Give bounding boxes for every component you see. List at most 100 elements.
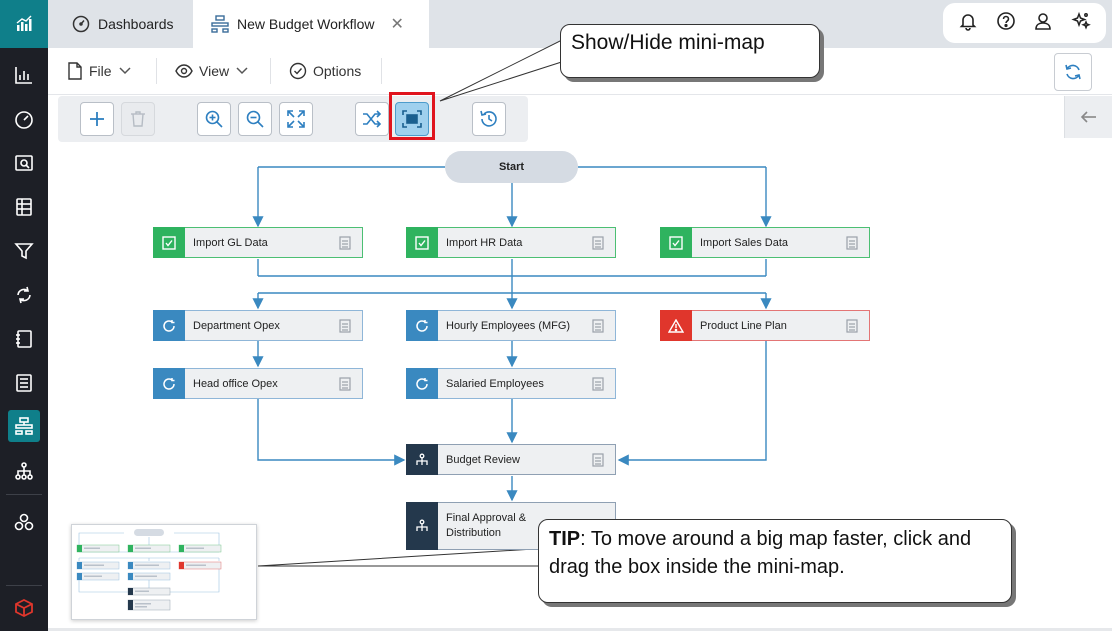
rail-divider — [6, 494, 42, 495]
node-label: Head office Opex — [193, 377, 278, 390]
bell-icon[interactable] — [958, 11, 978, 36]
bottom-border — [48, 628, 1112, 631]
reports-icon[interactable] — [8, 59, 40, 91]
node-hourly-employees[interactable]: Hourly Employees (MFG) — [406, 310, 616, 341]
help-icon[interactable] — [996, 11, 1016, 36]
node-salaried-employees[interactable]: Salaried Employees — [406, 368, 616, 399]
menu-separator — [156, 58, 157, 84]
workflow-icon — [211, 15, 229, 33]
check-circle-icon — [289, 62, 307, 80]
zoom-in-button[interactable] — [197, 102, 231, 136]
delete-node-button[interactable] — [121, 102, 155, 136]
start-node[interactable]: Start — [445, 151, 578, 183]
shuffle-icon — [363, 110, 382, 128]
fit-to-screen-button[interactable] — [279, 102, 313, 136]
data-explorer-icon[interactable] — [8, 147, 40, 179]
chevron-down-icon — [118, 63, 132, 79]
node-final-approval[interactable]: Final Approval & Distribution — [406, 502, 616, 550]
history-button[interactable] — [472, 102, 506, 136]
refresh-icon — [153, 368, 185, 399]
rail-divider-bottom — [6, 585, 42, 586]
node-import-gl-data[interactable]: Import GL Data — [153, 227, 363, 258]
document-icon[interactable] — [841, 235, 863, 250]
document-icon[interactable] — [587, 235, 609, 250]
left-navigation-rail — [0, 0, 48, 631]
document-icon[interactable] — [587, 376, 609, 391]
checkbox-icon — [153, 227, 185, 258]
view-menu[interactable]: View — [175, 60, 249, 82]
node-department-opex[interactable]: Department Opex — [153, 310, 363, 341]
trash-icon — [131, 111, 145, 127]
header-actions — [943, 3, 1106, 43]
menu-separator — [381, 58, 382, 84]
checkbox-icon — [406, 227, 438, 258]
document-icon[interactable] — [334, 318, 356, 333]
zoom-in-icon — [205, 110, 223, 128]
refresh-button[interactable] — [1054, 53, 1092, 91]
dashboard-icon[interactable] — [8, 103, 40, 135]
app-logo-icon[interactable] — [0, 0, 48, 48]
document-icon[interactable] — [841, 318, 863, 333]
document-icon[interactable] — [8, 367, 40, 399]
history-icon — [480, 110, 497, 127]
node-label: Import HR Data — [446, 236, 523, 249]
node-label: Import Sales Data — [700, 236, 789, 249]
options-menu[interactable]: Options — [289, 60, 361, 82]
node-product-line-plan[interactable]: Product Line Plan — [660, 310, 870, 341]
filter-icon[interactable] — [8, 235, 40, 267]
zoom-out-icon — [246, 110, 264, 128]
minimap-toggle-highlight — [389, 92, 435, 140]
add-node-button[interactable] — [80, 102, 114, 136]
approval-icon — [406, 502, 438, 550]
minimap-toggle-button[interactable] — [395, 102, 429, 136]
arrow-left-icon — [1080, 111, 1096, 123]
minimap[interactable] — [71, 524, 257, 620]
collapse-panel-button[interactable] — [1064, 96, 1112, 138]
spreadsheet-icon[interactable] — [8, 191, 40, 223]
node-head-office-opex[interactable]: Head office Opex — [153, 368, 363, 399]
options-menu-label: Options — [313, 63, 362, 79]
tab-new-budget-workflow[interactable]: New Budget Workflow ✕ — [193, 0, 429, 48]
minimap-toggle-callout: Show/Hide mini-map — [560, 24, 820, 78]
minimap-preview — [76, 529, 222, 611]
refresh-icon — [1065, 64, 1081, 80]
document-icon[interactable] — [587, 452, 609, 467]
chevron-down-icon — [235, 63, 249, 79]
refresh-icon — [406, 368, 438, 399]
zoom-out-button[interactable] — [238, 102, 272, 136]
start-label: Start — [498, 161, 525, 173]
hierarchy-icon[interactable] — [8, 455, 40, 487]
tab-dashboards-label: Dashboards — [98, 16, 174, 32]
expand-arrows-icon — [287, 110, 305, 128]
auto-layout-button[interactable] — [355, 102, 389, 136]
model-icon[interactable] — [8, 506, 40, 538]
document-icon[interactable] — [334, 376, 356, 391]
plus-icon — [90, 112, 104, 126]
refresh-icon — [406, 310, 438, 341]
tab-dashboards[interactable]: Dashboards — [54, 0, 192, 48]
warning-icon — [660, 310, 692, 341]
workflow-nav-icon[interactable] — [8, 410, 40, 442]
tip-text: : To move around a big map faster, click… — [549, 528, 972, 578]
speedometer-icon — [72, 15, 90, 33]
node-budget-review[interactable]: Budget Review — [406, 444, 616, 475]
document-icon[interactable] — [334, 235, 356, 250]
notebook-icon[interactable] — [8, 323, 40, 355]
file-menu[interactable]: File — [67, 60, 132, 82]
node-import-sales-data[interactable]: Import Sales Data — [660, 227, 870, 258]
document-icon[interactable] — [587, 318, 609, 333]
node-label: Budget Review — [446, 453, 520, 466]
tip-callout: TIP: To move around a big map faster, cl… — [538, 519, 1012, 603]
checkbox-icon — [660, 227, 692, 258]
ai-sparkle-icon[interactable] — [1071, 11, 1091, 36]
close-tab-icon[interactable]: ✕ — [390, 16, 404, 33]
user-icon[interactable] — [1033, 11, 1053, 36]
refresh-icon — [153, 310, 185, 341]
callout-text: Show/Hide mini-map — [571, 31, 765, 54]
minimap-icon — [402, 110, 422, 128]
node-import-hr-data[interactable]: Import HR Data — [406, 227, 616, 258]
brand-cube-icon[interactable] — [8, 592, 40, 624]
view-menu-label: View — [199, 63, 230, 79]
integration-icon[interactable] — [8, 279, 40, 311]
